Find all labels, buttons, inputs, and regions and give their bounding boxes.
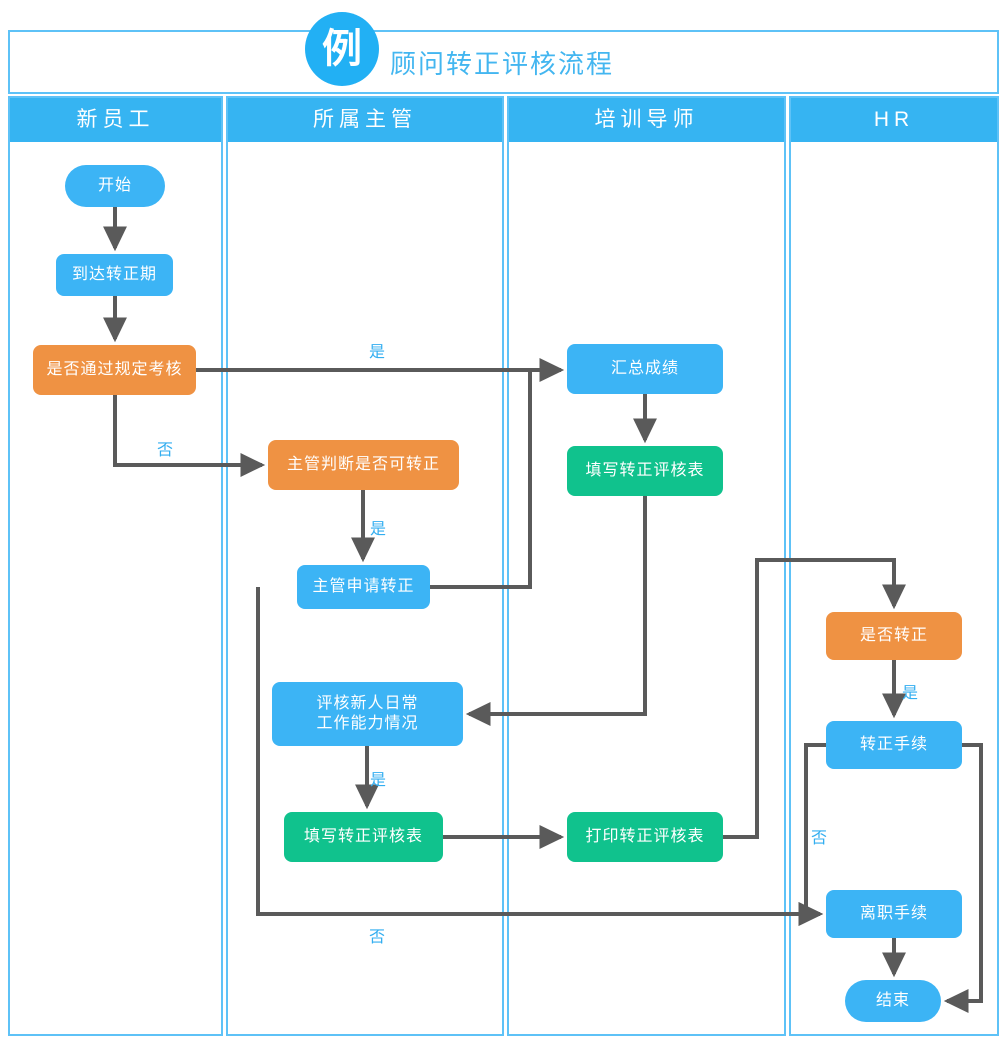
node-regular-process[interactable]: 转正手续 <box>826 721 962 769</box>
edge-label-no-assessment: 否 <box>157 442 174 459</box>
node-trainer-fill-form[interactable]: 填写转正评核表 <box>567 446 723 496</box>
title-bar <box>8 30 999 94</box>
page-title: 顾问转正评核流程 <box>390 49 615 79</box>
node-end[interactable]: 结束 <box>845 980 941 1022</box>
edge-label-yes-assessment: 是 <box>369 344 386 361</box>
lane-trainer: 培训导师 <box>507 96 786 1036</box>
lane-new-employee-header: 新员工 <box>10 98 221 142</box>
edge-label-no-loopback: 否 <box>369 929 386 946</box>
example-badge: 例 <box>305 12 379 86</box>
node-probation-due[interactable]: 到达转正期 <box>56 254 173 296</box>
node-leave-process[interactable]: 离职手续 <box>826 890 962 938</box>
node-sup-fill-form[interactable]: 填写转正评核表 <box>284 812 443 862</box>
lane-supervisor-header: 所属主管 <box>228 98 502 142</box>
node-summarize[interactable]: 汇总成绩 <box>567 344 723 394</box>
node-confirm-regular[interactable]: 是否转正 <box>826 612 962 660</box>
lane-hr-header: HR <box>791 98 997 142</box>
edge-label-yes-sup-judge: 是 <box>370 521 387 538</box>
lane-new-employee: 新员工 <box>8 96 223 1036</box>
lane-trainer-header: 培训导师 <box>509 98 784 142</box>
node-start[interactable]: 开始 <box>65 165 165 207</box>
edge-label-no-confirm: 否 <box>811 830 828 847</box>
node-print-form[interactable]: 打印转正评核表 <box>567 812 723 862</box>
node-eval-daily[interactable]: 评核新人日常 工作能力情况 <box>272 682 463 746</box>
node-sup-judge[interactable]: 主管判断是否可转正 <box>268 440 459 490</box>
edge-label-yes-confirm: 是 <box>902 685 919 702</box>
node-sup-apply[interactable]: 主管申请转正 <box>297 565 430 609</box>
edge-label-yes-eval-daily: 是 <box>370 772 387 789</box>
node-pass-assessment[interactable]: 是否通过规定考核 <box>33 345 196 395</box>
